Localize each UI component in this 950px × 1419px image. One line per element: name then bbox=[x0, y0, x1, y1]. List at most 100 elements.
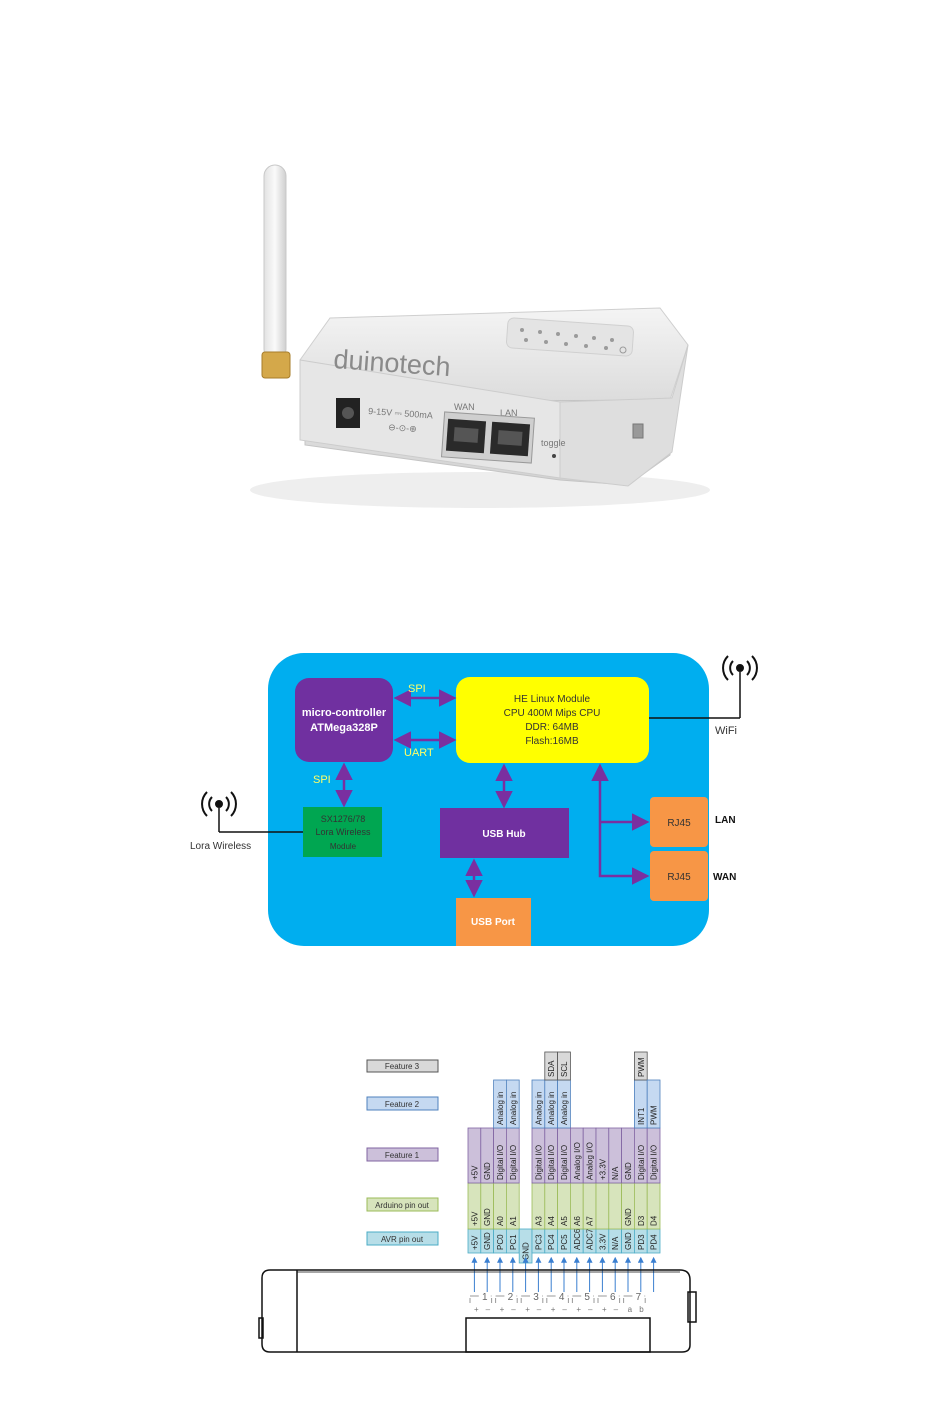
mcu-line-2: ATMega328P bbox=[310, 722, 378, 734]
connector-sign: + bbox=[551, 1305, 556, 1314]
wan-label: WAN bbox=[713, 872, 736, 883]
legend-feature3 bbox=[366, 1059, 439, 1073]
feature3-cell bbox=[557, 1051, 571, 1081]
antenna-connector bbox=[261, 351, 291, 379]
wan-port bbox=[445, 418, 487, 454]
avr-label: GND bbox=[483, 1232, 492, 1250]
spi-top-label: SPI bbox=[408, 683, 426, 695]
svg-text:AVR pin out: AVR pin out bbox=[381, 1235, 424, 1244]
linux-line-3: DDR: 64MB bbox=[525, 722, 579, 733]
feature3-label: SDA bbox=[547, 1060, 556, 1077]
mcu-block bbox=[295, 678, 393, 762]
spi-left-label: SPI bbox=[313, 774, 331, 786]
feature2-cell bbox=[505, 1079, 520, 1129]
lora-line-2: Lora Wireless bbox=[315, 827, 371, 837]
feature3-cell bbox=[634, 1051, 648, 1081]
usb-port-block bbox=[456, 898, 531, 946]
avr-label: ADC6 bbox=[573, 1228, 582, 1250]
connector-sign: – bbox=[614, 1305, 619, 1314]
lan-port bbox=[489, 421, 531, 457]
feature2-label: PWM bbox=[650, 1105, 659, 1125]
feature1-label: Digital I/O bbox=[496, 1145, 505, 1180]
feature1-label: +5V bbox=[470, 1165, 479, 1180]
connector-sign: – bbox=[537, 1305, 542, 1314]
feature3-label: PWM bbox=[637, 1057, 646, 1077]
avr-label: PC1 bbox=[509, 1234, 518, 1250]
feature2-label: INT1 bbox=[637, 1107, 646, 1125]
legend-avr bbox=[366, 1231, 439, 1246]
port-wan-label: WAN bbox=[454, 402, 475, 412]
arduino-label: A7 bbox=[586, 1216, 595, 1226]
arduino-label: D3 bbox=[637, 1215, 646, 1226]
feature1-label: Digital I/O bbox=[547, 1145, 556, 1180]
avr-label: ADC7 bbox=[586, 1228, 595, 1250]
connector-sign: + bbox=[500, 1305, 505, 1314]
feature1-label: Digital I/O bbox=[560, 1145, 569, 1180]
avr-label: PC0 bbox=[496, 1234, 505, 1250]
connector-number: 1 bbox=[482, 1292, 488, 1303]
avr-label: GND bbox=[522, 1242, 531, 1260]
feature1-label: Digital I/O bbox=[509, 1145, 518, 1180]
connector-sign: a bbox=[628, 1305, 633, 1314]
connector-sign: – bbox=[486, 1305, 491, 1314]
legend-arduino bbox=[366, 1197, 439, 1212]
connector-bracket bbox=[520, 1295, 544, 1303]
connector-number: 2 bbox=[508, 1292, 514, 1303]
arduino-label: A5 bbox=[560, 1216, 569, 1226]
avr-label: PD4 bbox=[650, 1234, 659, 1250]
svg-text:Feature 3: Feature 3 bbox=[385, 1062, 420, 1071]
toggle-button bbox=[552, 454, 556, 458]
svg-text:Arduino pin out: Arduino pin out bbox=[375, 1201, 430, 1210]
connector-sign: + bbox=[576, 1305, 581, 1314]
port-lan-label: LAN bbox=[500, 408, 518, 418]
connector-number: 7 bbox=[636, 1292, 642, 1303]
arduino-label: A3 bbox=[534, 1216, 543, 1226]
connector-sign: – bbox=[588, 1305, 593, 1314]
feature1-label: Digital I/O bbox=[650, 1145, 659, 1180]
feature2-label: Analog in bbox=[534, 1092, 543, 1125]
lora-line-1: SX1276/78 bbox=[321, 814, 366, 824]
power-spec: 9-15V ⎓ 500mA bbox=[368, 406, 433, 420]
feature2-label: Analog in bbox=[496, 1092, 505, 1125]
linux-line-1: HE Linux Module bbox=[514, 694, 591, 705]
usb-hub-label: USB Hub bbox=[482, 829, 525, 840]
avr-label: +5V bbox=[470, 1235, 479, 1250]
lan-label: LAN bbox=[715, 815, 736, 826]
rj45-lan-label: RJ45 bbox=[667, 818, 691, 829]
usb-port-label: USB Port bbox=[471, 917, 516, 928]
arduino-label: +5V bbox=[470, 1211, 479, 1226]
feature1-label: Digital I/O bbox=[637, 1145, 646, 1180]
feature1-label: GND bbox=[624, 1162, 633, 1180]
connector-sign: – bbox=[511, 1305, 516, 1314]
feature1-label: GND bbox=[483, 1162, 492, 1180]
arduino-label: GND bbox=[624, 1208, 633, 1226]
feature1-label: Analog I/O bbox=[586, 1142, 595, 1180]
connector-sign: b bbox=[639, 1305, 644, 1314]
block-diagram: micro-controller ATMega328P HE Linux Mod… bbox=[190, 653, 758, 946]
feature1-label: Analog I/O bbox=[573, 1142, 582, 1180]
usb-hub-block bbox=[440, 808, 569, 858]
svg-text:Feature 2: Feature 2 bbox=[385, 1100, 420, 1109]
pin-table: +5V +5V +5V GND GND GND PC0 A0 Digital I/O Analog… bbox=[467, 1051, 661, 1264]
mcu-line-1: micro-controller bbox=[302, 707, 387, 719]
arduino-label: A6 bbox=[573, 1216, 582, 1226]
device-outline bbox=[258, 1269, 697, 1353]
lora-module-block bbox=[303, 807, 382, 857]
connector-bracket bbox=[623, 1295, 646, 1303]
svg-text:Feature 1: Feature 1 bbox=[385, 1151, 420, 1160]
led-panel bbox=[506, 317, 634, 357]
rj45-wan-label: RJ45 bbox=[667, 872, 691, 883]
lora-antenna-icon bbox=[201, 791, 237, 817]
product-photo: duinotech 9-15V ⎓ 500mA ⊖-⊙-⊕ WAN LAN to… bbox=[250, 164, 710, 508]
feature2-label: Analog in bbox=[509, 1092, 518, 1125]
linux-rj45-arrows bbox=[591, 763, 650, 885]
antenna bbox=[263, 164, 287, 361]
avr-label: PC4 bbox=[547, 1234, 556, 1250]
linux-line-2: CPU 400M Mips CPU bbox=[504, 708, 601, 719]
arduino-label: A0 bbox=[496, 1216, 505, 1226]
connector-number: 4 bbox=[559, 1292, 565, 1303]
feature2-cell bbox=[646, 1079, 661, 1129]
feature2-label: Analog in bbox=[547, 1092, 556, 1125]
connector-bracket bbox=[571, 1295, 595, 1303]
